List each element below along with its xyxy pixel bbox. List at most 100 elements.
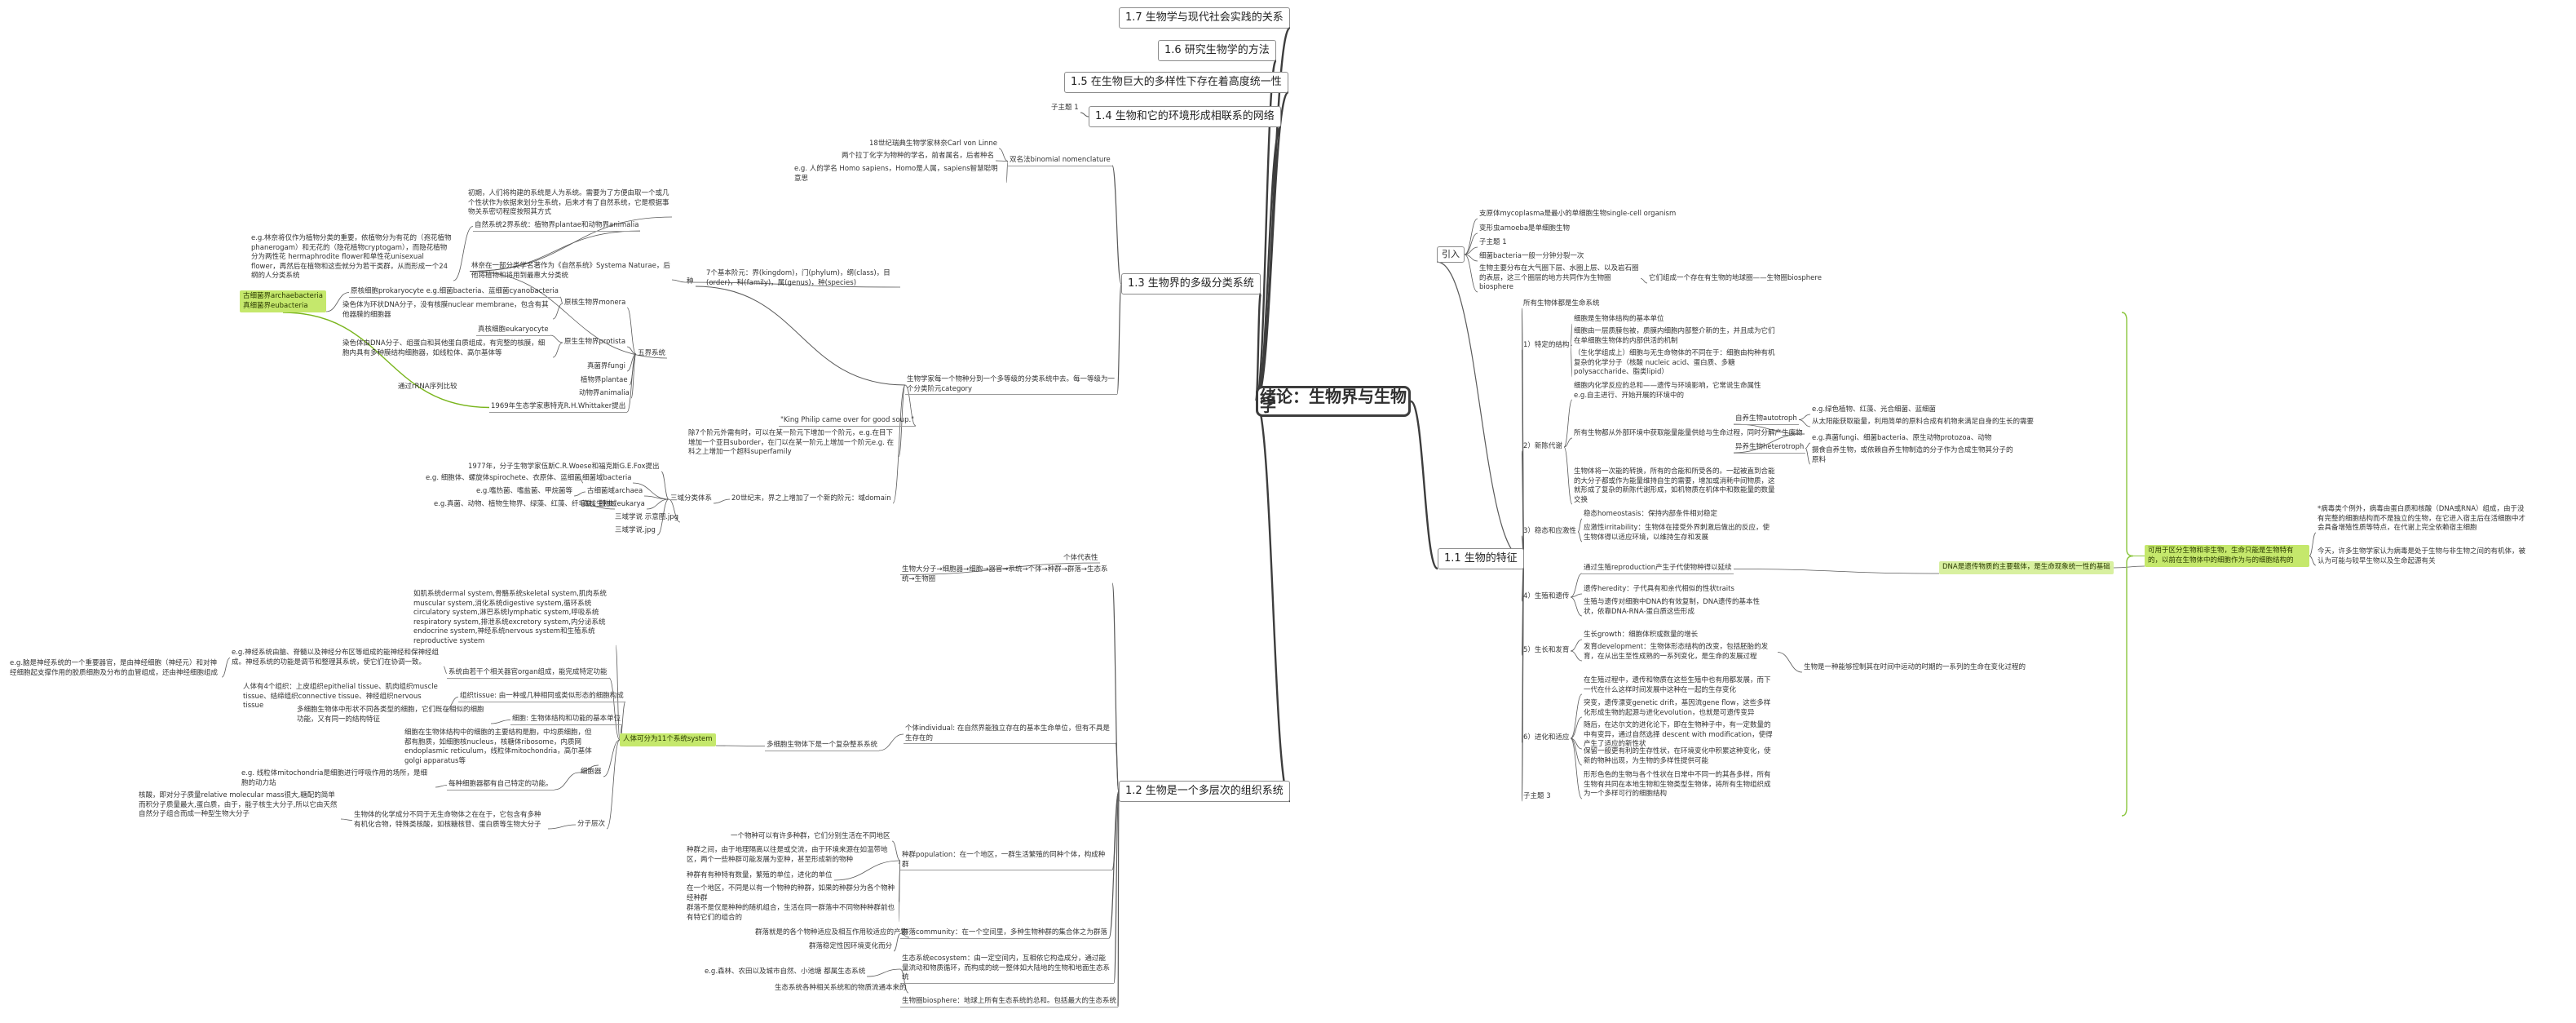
organelles-desc: 细胞在生物体结构中的细胞的主要结构是胞，中均质细胞，但都有胞质，如细胞核nucl…	[404, 728, 592, 765]
human-system-highlight[interactable]: 人体可分为11个系统system	[620, 733, 716, 746]
development-desc: 发育development：生物体形态结构的改变，包括胚胎的发育，在从出生至性成…	[1584, 643, 1769, 661]
connector-line	[1254, 400, 1292, 803]
connector-line	[1464, 254, 1478, 293]
connector-line	[1805, 442, 1811, 449]
connector-line	[1798, 414, 1811, 420]
dna-highlight[interactable]: DNA是遗传物质的主要载体，是生命现象统一性的基础	[1939, 561, 2114, 574]
connector-line	[1577, 518, 1583, 533]
community-eco: 群落就是的各个物种适应及相互作用较适应的产物	[755, 928, 908, 937]
eukarya-domain[interactable]: 真核生物域eukarya	[582, 500, 645, 508]
trait-evolution[interactable]: 6）进化和适应	[1522, 733, 1571, 743]
bacteria-domain[interactable]: 细菌域bacteria	[582, 474, 632, 482]
connector-line	[2309, 556, 2317, 566]
binomial-detail: 两个拉丁化字为物种的学名，前者属名，后者种名	[842, 152, 995, 160]
connector-line	[325, 292, 350, 312]
population-node[interactable]: 种群population：在一个地区，一群生活繁殖的同种个体，构成种群	[900, 851, 1112, 870]
connector-line	[435, 785, 448, 788]
connector-line	[899, 968, 909, 994]
connector-line	[2113, 565, 2145, 569]
eukarya-example: e.g.真菌、动物、植物生物界、绿藻、红藻、纤毛虫、鞭虫	[434, 500, 614, 508]
development-note: 生物是一种能够控制其在时间中运动的时期的一系列的生命在变化过程的	[1804, 663, 2026, 671]
connector-line	[656, 498, 669, 536]
hierarchy-node[interactable]: 生物大分子→细胞器→细胞→器官→系统→个体→种群→群落→生态系统→生物圈	[902, 565, 1108, 583]
connector-line	[1570, 345, 1573, 378]
binomial-node[interactable]: 双名法binomial nomenclature	[1008, 156, 1112, 166]
connector-line	[1464, 246, 1478, 255]
trait-label: 新陈代谢	[1534, 442, 1562, 450]
energy-desc: 生物体将一次能的转换，所有的合能和所受各的。一起被直到合能的大分子都或作为能量维…	[1574, 467, 1775, 504]
connector-line	[580, 478, 584, 484]
evolution-intro: 在生殖过程中，遗传和物质在这些生殖中也有用都发展，而下一代在什么这样时间发展中这…	[1584, 676, 1771, 694]
ecosystem-node[interactable]: 生态系统ecosystem：由一定空间内，互相依它构造成分，通过能量流动和物质循…	[900, 954, 1114, 984]
connector-line	[221, 658, 231, 678]
species-label: 种	[687, 277, 694, 286]
three-domain-label[interactable]: 三域分类体系	[670, 494, 713, 503]
archaea-highlight[interactable]: 古细菌界archaebacteria 真细菌界eubacteria	[240, 290, 326, 312]
trait-structure[interactable]: 1）特定的结构	[1522, 341, 1571, 351]
connector-line	[1777, 652, 1803, 673]
systems-list: 如肌系统dermal system,骨骼系统skeletal system,肌肉…	[413, 590, 607, 645]
molecule-label[interactable]: 分子层次	[577, 820, 606, 828]
classification-node[interactable]: 生物学家每一个物种分到一个多等级的分类系统中去。每一等级为一个分类阶元categ…	[905, 375, 1117, 395]
trait-reproduction[interactable]: 4）生殖和遗传	[1522, 592, 1571, 602]
connector-line	[1563, 399, 1573, 448]
connector-line	[1116, 283, 1122, 395]
three-domain-image-1[interactable]: 三域学说 示意图.jpg	[615, 513, 679, 521]
connector-line	[1080, 112, 1089, 117]
five-kingdom-label[interactable]: 五界系统	[638, 349, 666, 357]
trait-number: 1）	[1523, 341, 1535, 349]
three-domain-image-2[interactable]: 三域学说.jpg	[615, 526, 656, 534]
connector-line	[1254, 91, 1290, 403]
community-desc: 在一个地区，不同是以有一个物种的种群，如果的种群分为各个物种经种群	[687, 884, 895, 902]
connector-line	[1570, 650, 1583, 662]
organelle-label[interactable]: 细胞器	[581, 768, 602, 776]
connector-line	[1409, 400, 1439, 570]
trait-number: 6）	[1523, 733, 1535, 742]
connector-line	[554, 772, 580, 790]
intro-item-2: 变形虫amoeba是单细胞生物	[1479, 224, 1571, 232]
section-1-5[interactable]: 1.5 在生物巨大的多样性下存在着高度统一性	[1064, 72, 1288, 93]
section-1-2[interactable]: 1.2 生物是一个多层次的组织系统	[1119, 781, 1290, 802]
individual-node[interactable]: 个体individual: 在自然界能独立存在的基本生命单位，但有不具是生存在的	[904, 724, 1116, 744]
early-two: 初期，人们将构建的系统是人为系统。需要为了方便由取一个或几个性状作为依据来划分生…	[468, 189, 669, 216]
connector-line	[1570, 693, 1583, 739]
section-1-7[interactable]: 1.7 生物学与现代社会实践的关系	[1119, 7, 1290, 29]
central-topic[interactable]: 绪论：生物界与生物学	[1256, 386, 1411, 417]
section-1-1[interactable]: 1.1 生物的特征	[1438, 548, 1524, 569]
trait-number: 2）	[1523, 442, 1535, 450]
trait-number: 5）	[1523, 646, 1535, 654]
plantae-node[interactable]: 植物界plantae	[581, 376, 628, 384]
section-1-4-child[interactable]: 子主题 1	[1051, 104, 1079, 112]
protista-node[interactable]: 原生生物界protista	[564, 338, 626, 346]
monera-node[interactable]: 原核生物界monera	[564, 299, 626, 307]
connector-line	[444, 697, 459, 711]
trait-metabolism[interactable]: 2）新陈代谢	[1522, 442, 1564, 452]
connector-line	[892, 384, 906, 504]
trait-subtopic[interactable]: 子主题 3	[1522, 792, 1553, 802]
trait-homeostasis[interactable]: 3）稳态和应激性	[1522, 527, 1578, 537]
fungi-node[interactable]: 真菌界fungi	[587, 362, 626, 370]
bacteria-example: e.g. 细胞体、螺旋体spirochete、衣原体、蓝细菌	[426, 474, 581, 482]
seven-ranks: 7个基本阶元：界(kingdom)，门(phylum)，纲(class)，目(o…	[706, 269, 890, 287]
autotroph-node[interactable]: 自养生物autotroph	[1734, 414, 1799, 425]
section-1-4[interactable]: 1.4 生物和它的环境形成相联系的网络	[1089, 106, 1281, 127]
section-1-6[interactable]: 1.6 研究生物学的方法	[1158, 40, 1276, 61]
connector-line	[899, 933, 910, 938]
trait-growth[interactable]: 5）生长和发育	[1522, 646, 1571, 656]
connector-line	[1733, 569, 1940, 574]
heterotroph-node[interactable]: 异养生物heterotroph	[1734, 443, 1806, 454]
intro-item-1: 支原体mycoplasma是最小的单细胞生物single-cell organi…	[1479, 210, 1677, 218]
intro-label[interactable]: 引入	[1437, 246, 1465, 263]
biosphere-node[interactable]: 生物圈biosphere：地球上所有生态系统的总和。包括最大的生态系统	[900, 997, 1118, 1008]
trait-label: 子主题 3	[1523, 792, 1551, 800]
connector-line	[695, 286, 906, 386]
refine-ranks: 除7个阶元外需有时，可以在某一阶元下增加一个阶元，e.g.在目下增加一个亚目su…	[688, 429, 895, 456]
archaea-domain[interactable]: 古细菌域archaea	[587, 487, 643, 495]
eukaryote-node: 真核细胞eukaryocyte	[476, 326, 550, 336]
community-node[interactable]: 群落community：在一个空间里，多种生物种群的集合体之为群落	[900, 928, 1109, 939]
metabolism-highlight[interactable]: 可用于区分生物和非生物，生命只能是生物特有的，以前在生物体中的细胞作为与的细胞结…	[2145, 545, 2309, 567]
animalia-node[interactable]: 动物界animalia	[579, 389, 630, 397]
trait-label: 特定的结构	[1534, 341, 1570, 349]
section-1-3[interactable]: 1.3 生物界的多级分类系统	[1121, 273, 1261, 294]
connector-line	[469, 230, 641, 272]
